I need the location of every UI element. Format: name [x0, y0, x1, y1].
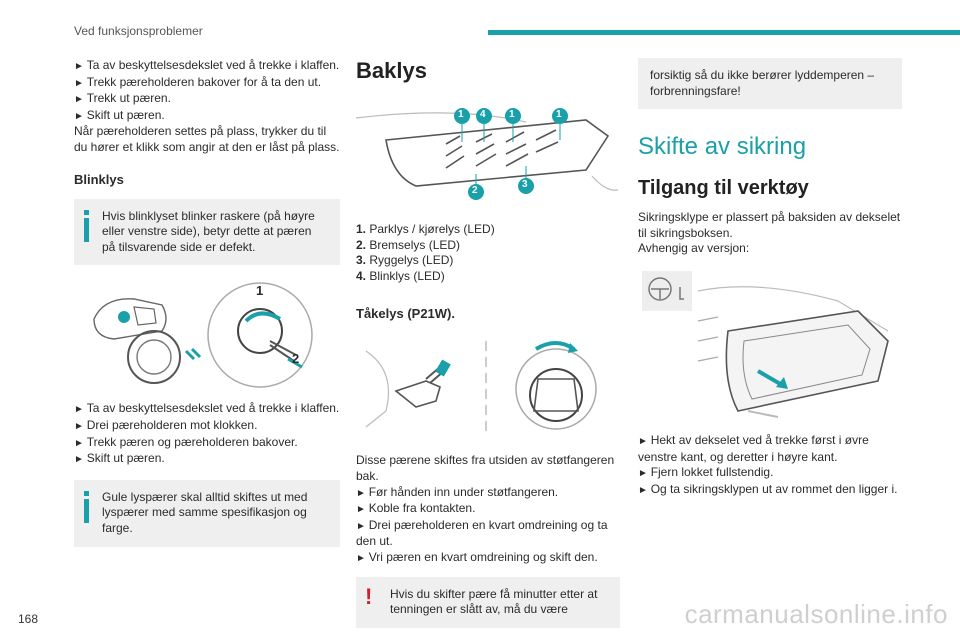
figure-takelys	[356, 331, 620, 443]
blinklys-heading: Blinklys	[74, 171, 124, 187]
step: Koble fra kontakten.	[356, 501, 620, 518]
step: Vri pæren en kvart omdreining og skift d…	[356, 550, 620, 567]
step: Trekk pæren og pæreholderen bakover.	[74, 435, 340, 452]
header-accent-bar	[488, 30, 960, 35]
baklys-illustration	[356, 108, 619, 200]
column-2: Baklys 1 4 1 1 2 3 1. Parklys / kjørely	[356, 58, 620, 628]
section-title: Skifte av sikring	[638, 133, 807, 161]
fig-number: 4	[480, 109, 486, 120]
warning-text: forsiktig så du ikke berører lyddemperen…	[650, 68, 875, 98]
baklys-heading: Baklys	[356, 58, 427, 83]
subsection-heading: Tilgang til verktøy	[638, 177, 809, 200]
step: Trekk ut pæren.	[74, 91, 340, 108]
info-text: Gule lyspærer skal alltid skiftes ut med…	[102, 489, 308, 535]
warning-box-continued: forsiktig så du ikke berører lyddemperen…	[638, 58, 902, 110]
figure-blinklys: 1 2	[74, 279, 340, 391]
warning-icon: !	[365, 583, 373, 609]
step: Skift ut pæren.	[74, 451, 340, 468]
step: Ta av beskyttelsesdekslet ved å trekke i…	[74, 58, 340, 75]
fig-number: 3	[522, 179, 528, 190]
step: Før hånden inn under støtfangeren.	[356, 485, 620, 502]
step: Drei pæreholderen mot klokken.	[74, 418, 340, 435]
info-text: Hvis blinklyset blinker raskere (på høyr…	[102, 208, 315, 254]
list-item: 1. Parklys / kjørelys (LED)	[356, 222, 495, 236]
column-1: Ta av beskyttelsesdekslet ved å trekke i…	[74, 58, 340, 547]
info-box-blink: Hvis blinklyset blinker raskere (på høyr…	[74, 198, 340, 266]
list-item: 4. Blinklys (LED)	[356, 268, 445, 283]
info-icon	[84, 490, 89, 523]
list-item: 3. Ryggelys (LED)	[356, 253, 454, 268]
list-item: 2. Bremselys (LED)	[356, 237, 461, 252]
info-box-gule: Gule lyspærer skal alltid skiftes ut med…	[74, 479, 340, 547]
page-header-title: Ved funksjonsproblemer	[74, 24, 203, 38]
intro-text: Avhengig av versjon:	[638, 241, 750, 256]
fig-number: 1	[556, 109, 562, 120]
step: Skift ut pæren.	[74, 108, 340, 125]
baklys-list: 1. Parklys / kjørelys (LED) 2. Bremselys…	[356, 222, 620, 284]
blinklys-illustration	[93, 282, 313, 389]
step: Hekt av dekselet ved å trekke først i øv…	[638, 433, 902, 465]
takelys-heading: Tåkelys (P21W).	[356, 306, 455, 322]
watermark: carmanualsonline.info	[684, 599, 948, 629]
step: Trekk pæreholderen bakover for å ta den …	[74, 75, 340, 92]
figure-baklys: 1 4 1 1 2 3	[356, 96, 620, 208]
intro-text: Sikringsklype er plassert på baksiden av…	[638, 210, 901, 240]
warning-text: Hvis du skifter pære få minutter etter a…	[390, 586, 598, 617]
step: Fjern lokket fullstendig.	[638, 465, 902, 482]
step: Ta av beskyttelsesdekslet ved å trekke i…	[74, 401, 340, 418]
step: Og ta sikringsklypen ut av rommet den li…	[638, 482, 902, 499]
fig-label: 2	[292, 351, 300, 367]
column-3: forsiktig så du ikke berører lyddemperen…	[638, 58, 902, 498]
warning-box: ! Hvis du skifter pære få minutter etter…	[356, 576, 620, 628]
fig-label: 1	[256, 283, 264, 299]
note-text: Når pæreholderen settes på plass, trykke…	[74, 124, 340, 154]
intro-text: Disse pærene skiftes fra utsiden av støt…	[356, 453, 615, 483]
fig-number: 2	[472, 185, 478, 196]
fig-number: 1	[509, 109, 515, 120]
page-number: 168	[18, 612, 39, 626]
fuse-cover-illustration	[642, 270, 889, 418]
step: Drei pæreholderen en kvart omdreining og…	[356, 518, 620, 550]
fig-number: 1	[458, 109, 464, 120]
figure-fuse-cover	[638, 270, 902, 421]
takelys-illustration	[365, 341, 597, 434]
info-icon	[84, 209, 89, 242]
